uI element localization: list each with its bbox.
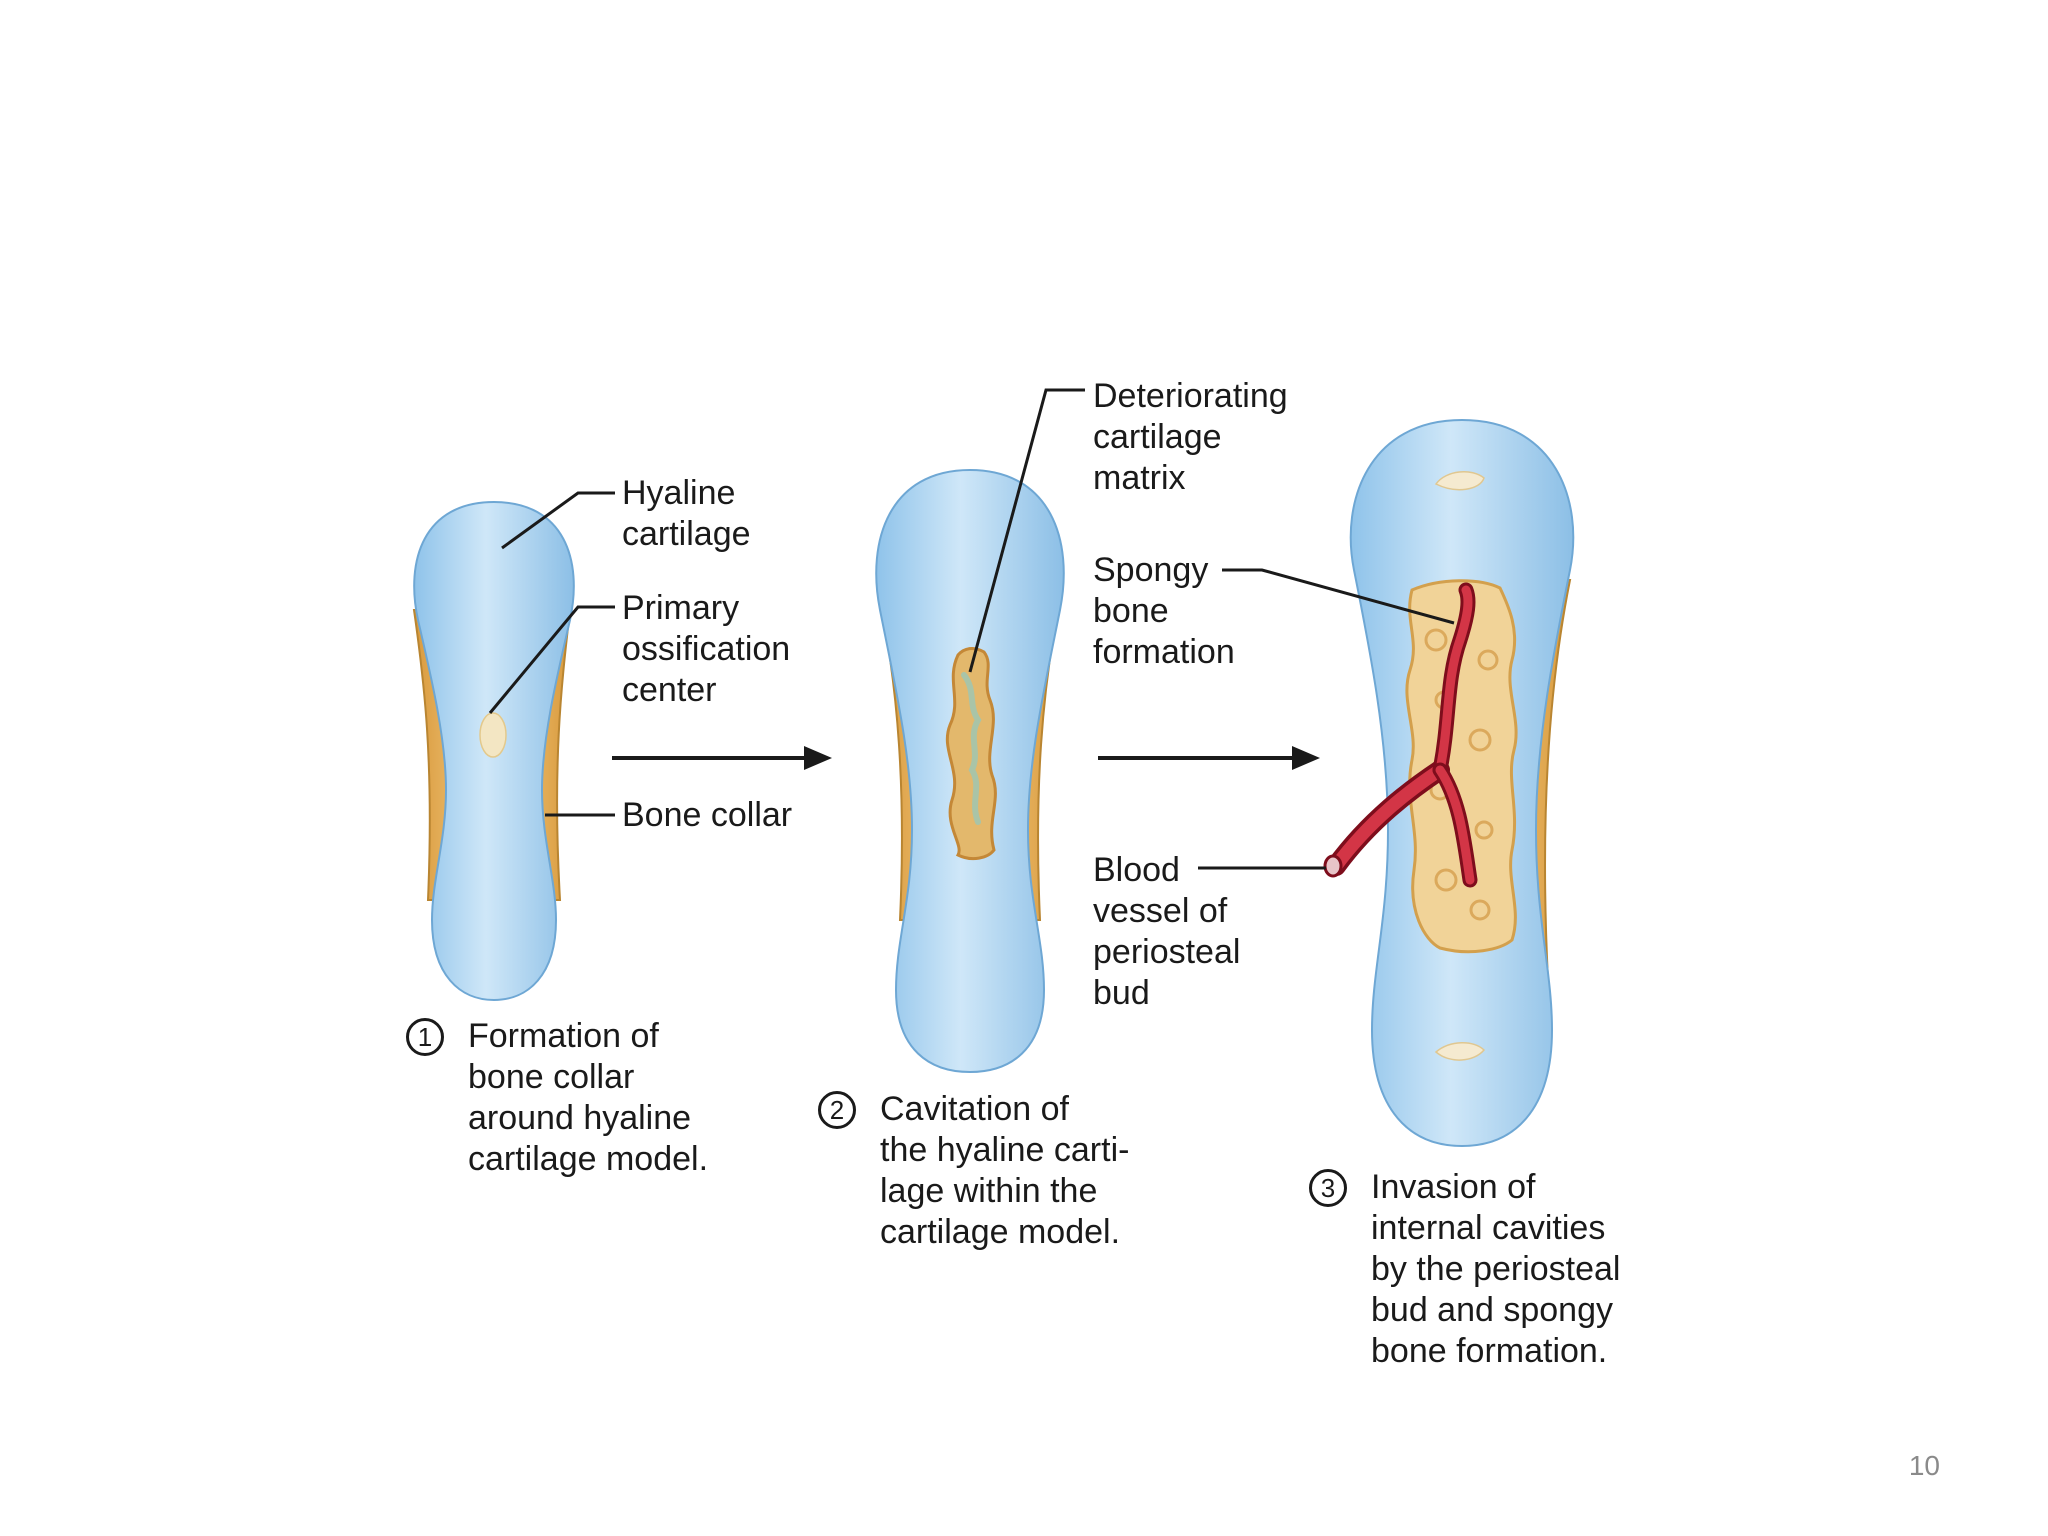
leader-spongy-bone-formation	[1222, 568, 1455, 625]
step-1-number: 1	[406, 1018, 444, 1056]
cavitation-region	[945, 646, 997, 861]
spongy-bone-region	[1405, 579, 1518, 954]
leader-primary-ossification-center	[488, 605, 615, 714]
secondary-center-top	[1434, 471, 1485, 491]
bone-model-2	[875, 468, 1065, 1074]
label-hyaline-cartilage: Hyaline cartilage	[622, 474, 751, 553]
label-deteriorating-cartilage-matrix: Deteriorating cartilage matrix	[1093, 377, 1288, 497]
primary-ossification-center-spot	[479, 712, 507, 758]
bone-model-3	[1323, 418, 1575, 1148]
label-spongy-bone-formation: Spongy bone formation	[1093, 551, 1235, 671]
label-blood-vessel: Blood vessel of periosteal bud	[1093, 851, 1241, 1012]
step-1-caption: 1 Formation of bone collar around hyalin…	[406, 1016, 766, 1186]
leader-hyaline-cartilage	[501, 491, 615, 550]
label-bone-collar: Bone collar	[622, 796, 793, 834]
stage-arrow-2	[1098, 746, 1320, 770]
secondary-center-bottom	[1434, 1042, 1486, 1061]
slide-number: 10	[1908, 1450, 1940, 1481]
bone-model-1	[412, 500, 575, 1002]
step-2-caption: 2 Cavitation of the hyaline carti- lage …	[818, 1089, 1178, 1259]
step-3-caption: 3 Invasion of internal cavities by the p…	[1309, 1167, 1689, 1377]
stage-arrow-1	[612, 746, 832, 770]
label-primary-ossification-center: Primary ossification center	[622, 589, 791, 709]
step-3-number: 3	[1309, 1169, 1347, 1207]
leader-deteriorating-cartilage-matrix	[968, 388, 1085, 673]
periosteal-bud-vessel	[1323, 582, 1478, 888]
step-2-number: 2	[818, 1091, 856, 1129]
